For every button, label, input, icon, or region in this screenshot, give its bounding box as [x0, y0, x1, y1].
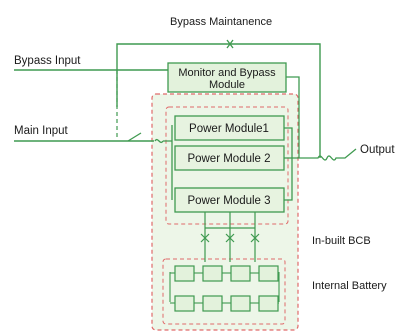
- bypass-maintenance-switch: [226, 39, 234, 49]
- monitor-output-line: [286, 76, 300, 158]
- battery-cell: [202, 265, 223, 282]
- power-module-1-box: [174, 115, 285, 141]
- monitor-label-line-2: Module: [209, 79, 245, 91]
- main-input-breaker: [154, 138, 164, 144]
- main-input-switch: [127, 132, 142, 142]
- bcb-breakers: [200, 233, 260, 243]
- inbuilt-bcb-label: In-built BCB: [312, 235, 371, 247]
- battery-cell: [230, 265, 251, 282]
- monitor-bypass-box: [167, 62, 287, 93]
- battery-bus: [169, 272, 280, 302]
- main-input-label: Main Input: [14, 125, 69, 137]
- output-bus: [284, 127, 293, 201]
- power-module-2-label: Power Module 2: [187, 153, 270, 165]
- power-module-group: [165, 106, 289, 225]
- power-module-3-label: Power Module 3: [187, 195, 270, 207]
- power-module-1-label: Power Module1: [189, 123, 269, 135]
- bcb-connectors: [204, 212, 256, 262]
- internal-battery-label: Internal Battery: [312, 280, 387, 292]
- battery-links: [170, 272, 279, 304]
- battery-row-1: [174, 265, 279, 282]
- battery-cell: [258, 265, 279, 282]
- bypass-maintenance-label: Bypass Maintanence: [170, 16, 272, 28]
- battery-cell: [174, 265, 195, 282]
- bypass-maintenance-line: [116, 43, 321, 158]
- output-line: [292, 148, 357, 161]
- battery-cell: [230, 295, 251, 312]
- battery-cell: [174, 295, 195, 312]
- battery-group: [162, 258, 286, 325]
- input-bus: [163, 125, 173, 200]
- output-label: Output: [360, 144, 395, 156]
- monitor-label-line-1: Monitor and Bypass: [178, 67, 276, 79]
- bypass-input-label: Bypass Input: [14, 55, 81, 67]
- battery-cell: [258, 295, 279, 312]
- battery-cell: [202, 295, 223, 312]
- power-module-2-box: [174, 145, 285, 171]
